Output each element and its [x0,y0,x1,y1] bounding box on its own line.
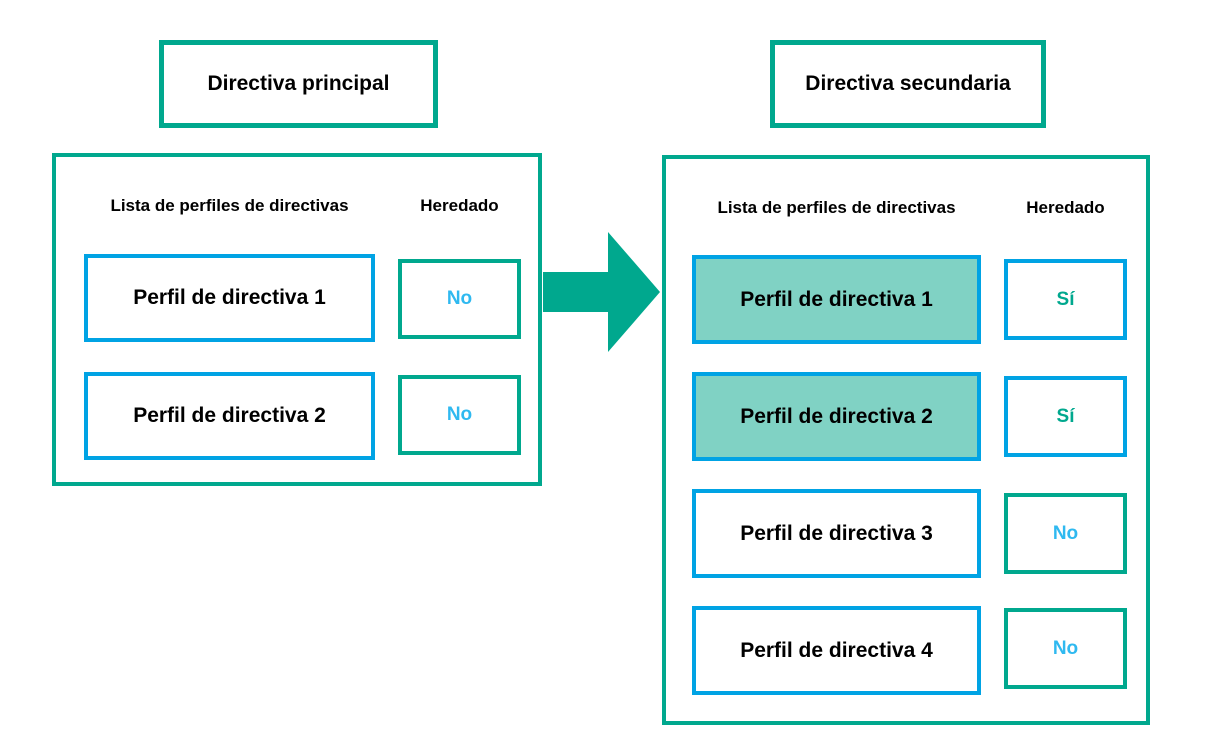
primary-inherited-value-2-box: No [398,375,521,455]
right-arrow-icon [543,232,660,352]
secondary-policy-panel: Lista de perfiles de directivas Heredado… [662,155,1150,725]
secondary-inherited-value-3: No [1052,522,1079,544]
right-arrow-shape [543,232,660,352]
primary-inherited-column-header: Heredado [420,196,499,215]
secondary-policy-profile-3-box: Perfil de directiva 3 [692,489,981,578]
secondary-policy-profile-2-box: Perfil de directiva 2 [692,372,981,461]
secondary-inherited-value-4: No [1052,637,1079,659]
primary-inherited-value-1-box: No [398,259,521,339]
primary-inherited-value-1: No [446,288,473,309]
secondary-inherited-value-1-box: Sí [1004,259,1127,340]
primary-policy-title-box: Directiva principal [159,40,438,128]
secondary-policy-profile-4-label: Perfil de directiva 4 [740,638,933,662]
secondary-inherited-value-3-box: No [1004,493,1127,574]
primary-policy-profile-1-box: Perfil de directiva 1 [84,254,375,342]
secondary-inherited-value-2-box: Sí [1004,376,1127,457]
primary-profiles-column-header: Lista de perfiles de directivas [110,196,349,215]
primary-policy-panel: Lista de perfiles de directivas Heredado… [52,153,542,486]
secondary-policy-profile-1-label: Perfil de directiva 1 [740,287,933,311]
secondary-policy-title-box: Directiva secundaria [770,40,1046,128]
secondary-policy-profile-4-box: Perfil de directiva 4 [692,606,981,695]
primary-policy-profile-1-label: Perfil de directiva 1 [133,286,326,309]
primary-policy-title: Directiva principal [207,72,390,95]
secondary-profiles-column-header: Lista de perfiles de directivas [717,198,956,217]
primary-policy-profile-2-box: Perfil de directiva 2 [84,372,375,460]
secondary-policy-profile-1-box: Perfil de directiva 1 [692,255,981,344]
secondary-inherited-value-1: Sí [1056,288,1075,310]
secondary-policy-title: Directiva secundaria [805,72,1011,95]
secondary-inherited-column-header: Heredado [1026,198,1105,217]
secondary-inherited-value-2: Sí [1056,405,1075,427]
secondary-policy-profile-2-label: Perfil de directiva 2 [740,404,933,428]
secondary-policy-profile-3-label: Perfil de directiva 3 [740,521,933,545]
secondary-inherited-value-4-box: No [1004,608,1127,689]
inheritance-arrow [543,230,662,354]
primary-policy-profile-2-label: Perfil de directiva 2 [133,404,326,427]
primary-inherited-value-2: No [446,404,473,425]
